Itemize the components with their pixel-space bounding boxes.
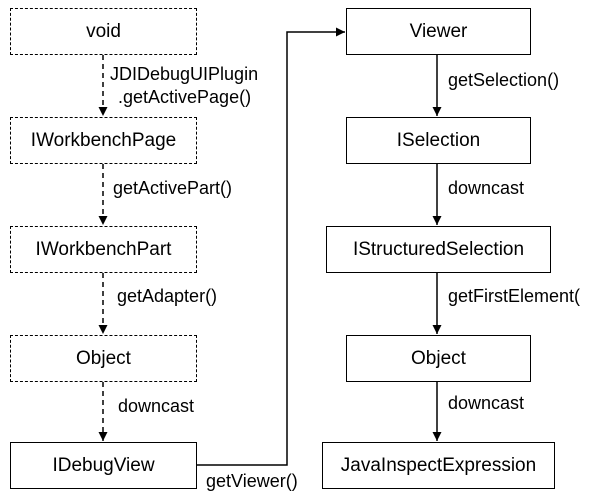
edge-label-plugin-line2: .getActivePage() <box>118 87 252 107</box>
node-idebugview: IDebugView <box>10 442 197 489</box>
edge-label-getadapter: getAdapter() <box>117 286 218 306</box>
node-viewer: Viewer <box>346 8 531 55</box>
node-object-left: Object <box>10 335 197 382</box>
edge-label-getselection: getSelection() <box>448 70 560 90</box>
edge-label-plugin-line1: JDIDebugUIPlugin <box>110 64 259 84</box>
node-void: void <box>10 8 197 55</box>
arrow-idebugview-to-viewer <box>197 27 345 466</box>
node-iworkbenchpage: IWorkbenchPage <box>10 117 197 164</box>
node-object-right: Object <box>346 335 531 382</box>
edge-label-downcast-right-2: downcast <box>448 393 525 413</box>
edge-label-getfirstelement: getFirstElement( <box>448 286 581 306</box>
node-istructuredselection: IStructuredSelection <box>326 226 551 273</box>
edge-label-getviewer: getViewer() <box>206 471 298 491</box>
edge-label-getactivepart: getActivePart() <box>113 178 233 198</box>
node-iworkbenchpart: IWorkbenchPart <box>10 226 197 273</box>
node-javainspectexpression: JavaInspectExpression <box>322 442 555 489</box>
node-iselection: ISelection <box>346 117 531 164</box>
edge-label-downcast-left: downcast <box>118 396 195 416</box>
edge-label-downcast-right-1: downcast <box>448 178 525 198</box>
